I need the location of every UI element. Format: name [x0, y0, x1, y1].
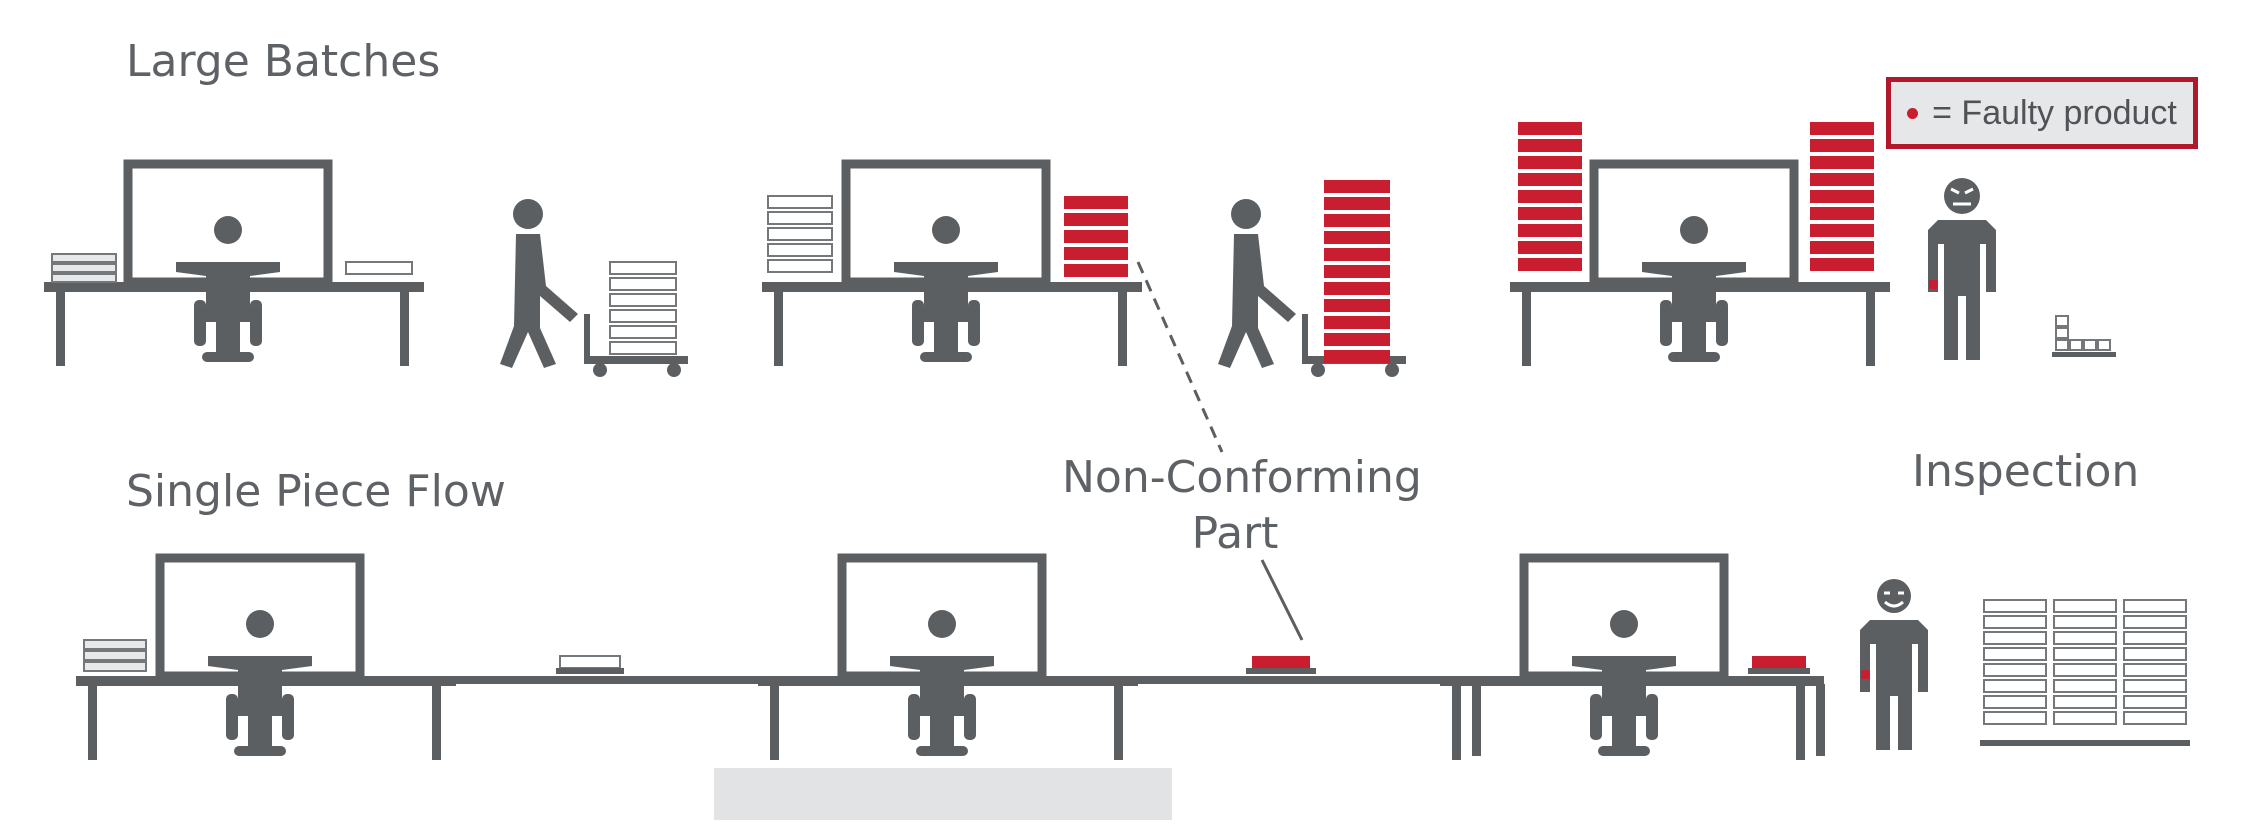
worker-at-desk-icon — [758, 558, 1138, 760]
single-piece-flow-title: Single Piece Flow — [126, 466, 506, 517]
input-stack-small — [51, 253, 117, 283]
input-stack-gray — [767, 195, 833, 273]
non-conforming-line-1: Non-Conforming — [1062, 452, 1422, 503]
non-conforming-part-label: Non-Conforming Part — [1062, 450, 1422, 562]
output-row-small — [345, 261, 413, 275]
solid-connector — [1260, 559, 1304, 641]
non-conforming-part — [1246, 656, 1316, 674]
output-stack-faulty — [1064, 196, 1128, 277]
dashed-connector — [1136, 261, 1224, 453]
cart-load-gray — [609, 261, 677, 355]
legend-text: = Faulty product — [1932, 93, 2177, 132]
legend-box: = Faulty product — [1886, 77, 2198, 149]
large-batches-title: Large Batches — [126, 36, 441, 87]
inspector-angry-icon — [1928, 178, 1996, 360]
inspector-happy-icon — [1860, 579, 1928, 750]
input-stack-small — [83, 639, 147, 672]
scroll-region-bar — [714, 768, 1172, 820]
non-conforming-line-2: Part — [1191, 508, 1279, 559]
single-piece-flow-row — [76, 558, 2190, 760]
large-batches-row — [44, 122, 2116, 377]
input-tall-stack-faulty — [1518, 122, 1582, 271]
inspected-pallets — [1980, 599, 2190, 746]
cart-load-faulty — [1324, 180, 1390, 363]
rejected-parts-pile — [2052, 315, 2116, 357]
faulty-dot-icon — [1907, 107, 1919, 119]
inspection-label: Inspection — [1912, 446, 2140, 497]
single-part-gray — [556, 655, 624, 674]
output-tall-stack-faulty — [1810, 122, 1874, 271]
single-part-faulty — [1748, 656, 1810, 674]
